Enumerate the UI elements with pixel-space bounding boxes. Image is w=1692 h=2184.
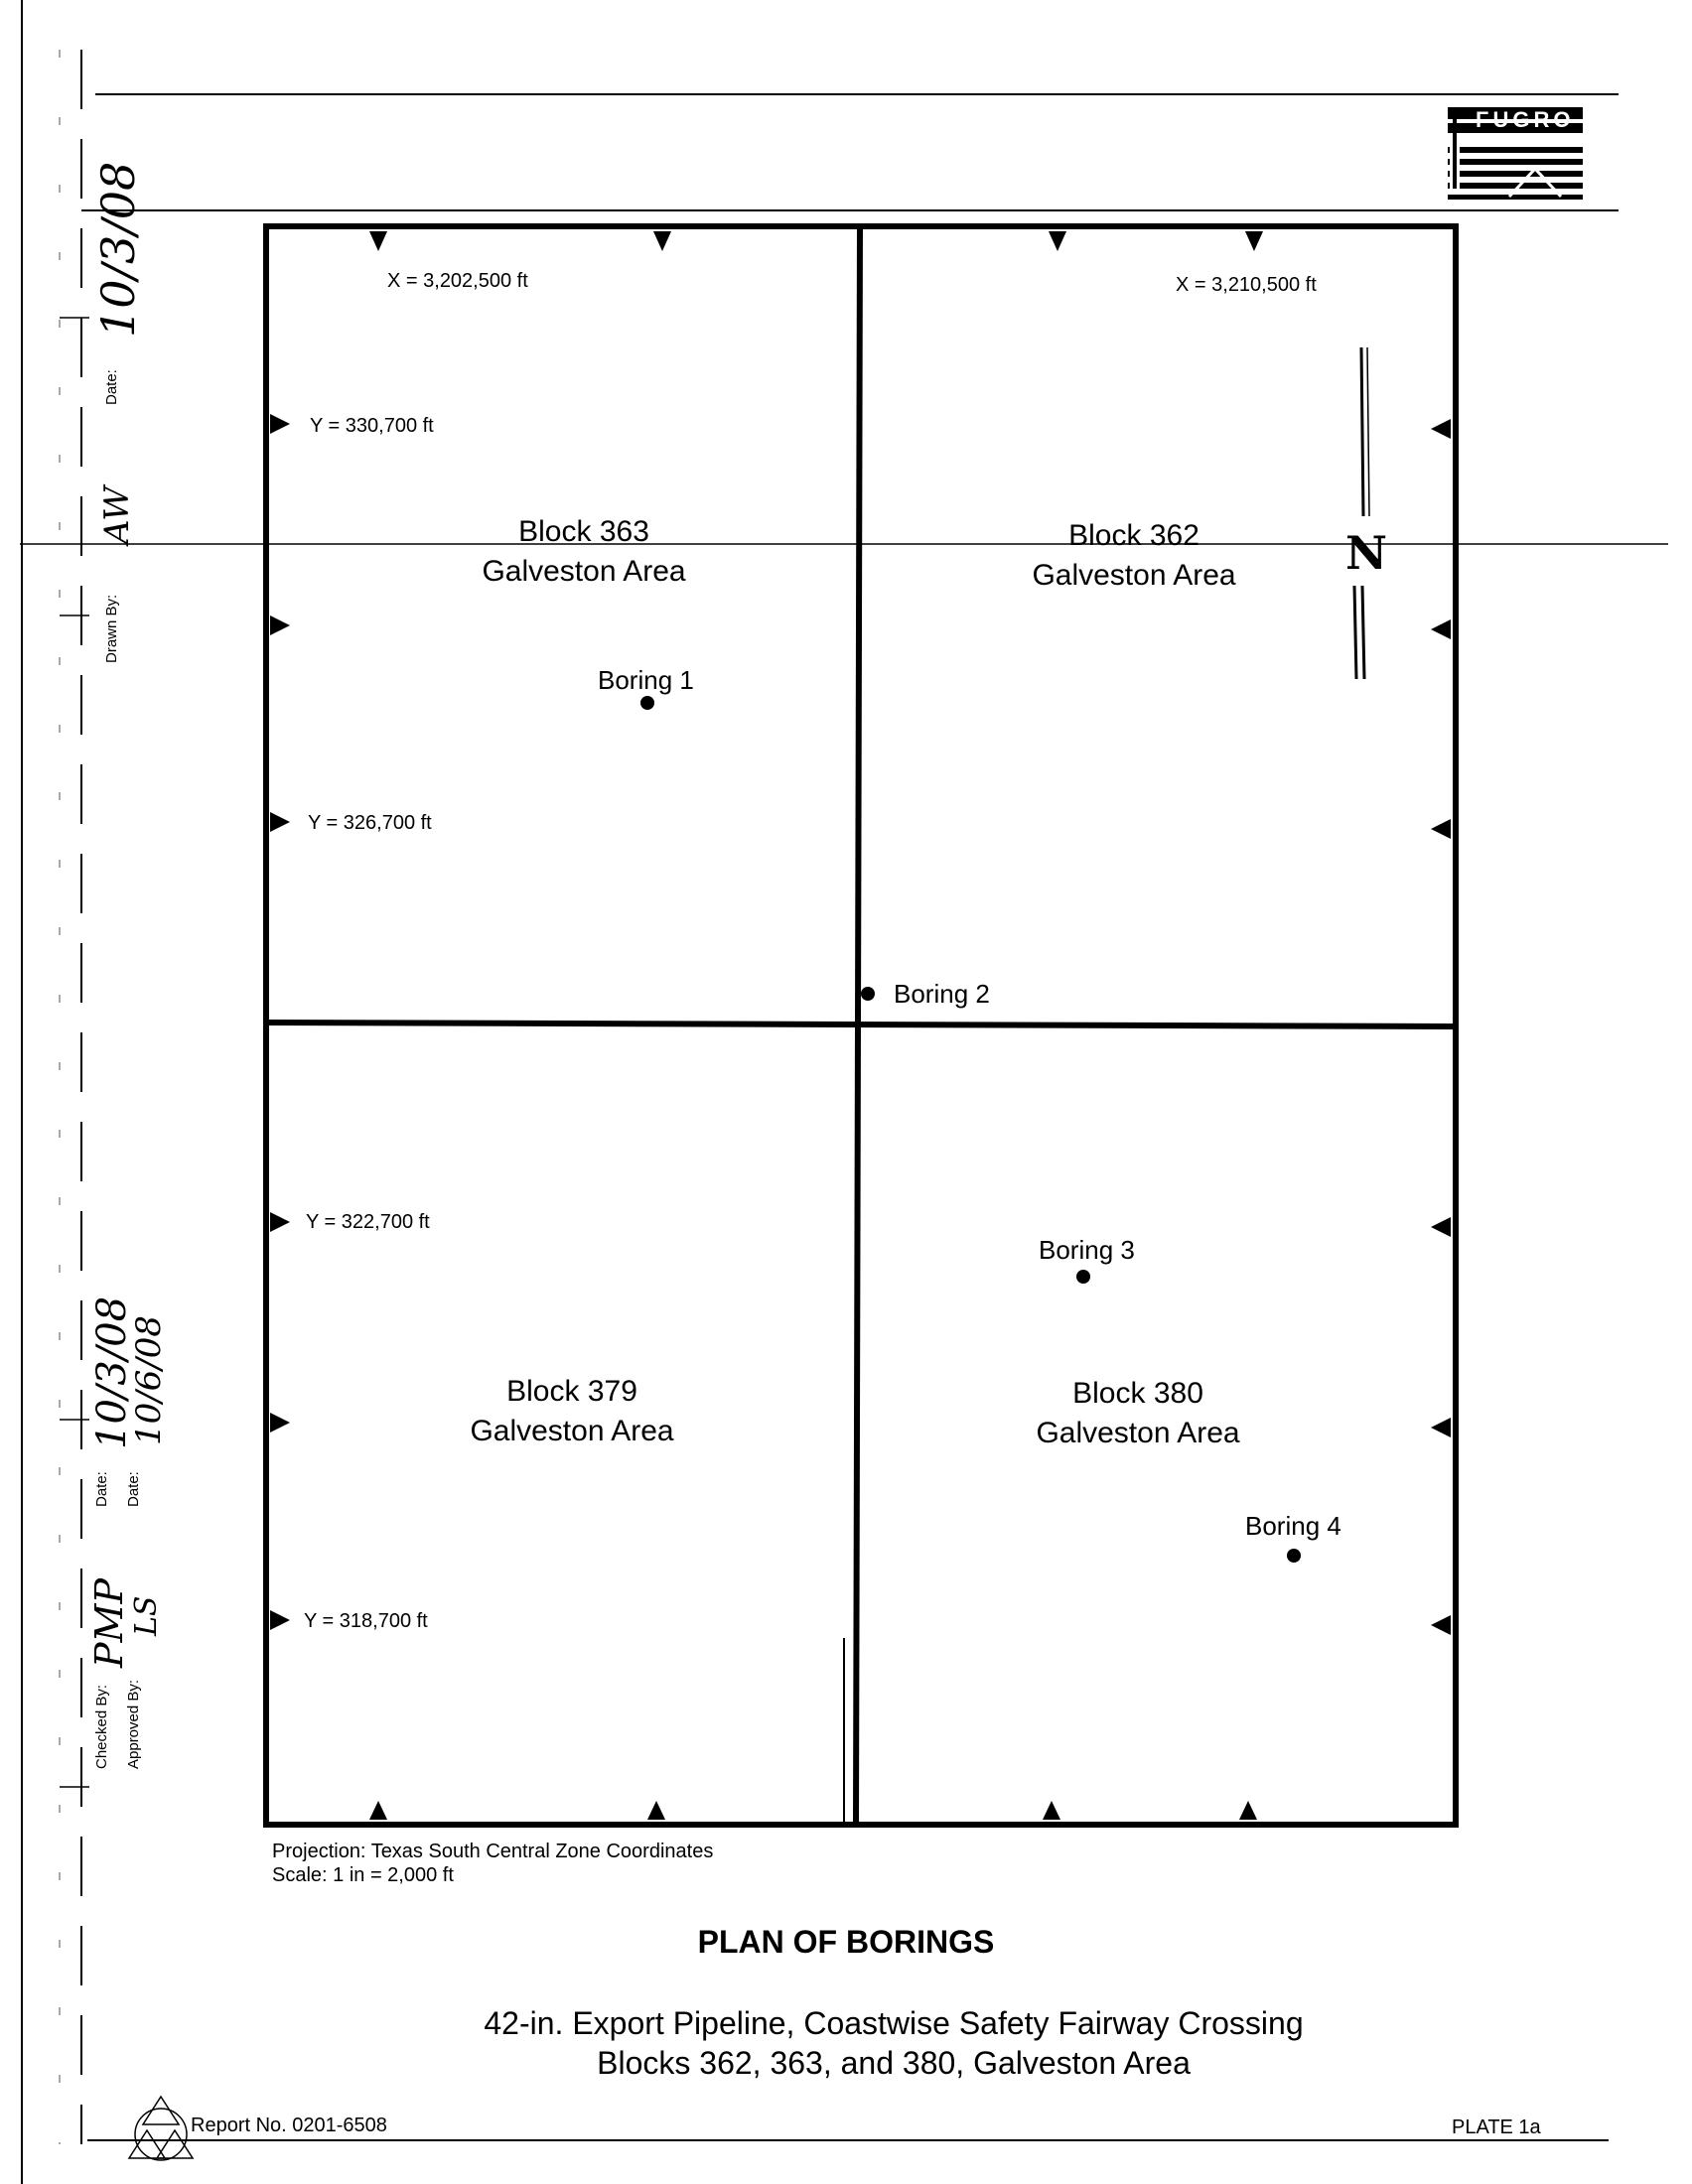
approved-date-label: Date:	[125, 1471, 142, 1507]
block-363-label: Block 363 Galveston Area	[482, 515, 686, 588]
tick-bottom-4	[1239, 1801, 1257, 1820]
report-number: Report No. 0201-6508	[191, 2115, 387, 2136]
approved-date-handwritten: 10/6/08	[129, 1314, 169, 1445]
x-coord-label-1: X = 3,202,500 ft	[387, 270, 528, 292]
tick-right-3	[1431, 819, 1451, 839]
north-arrow-label: N	[1345, 526, 1388, 580]
tick-right-2	[1431, 619, 1451, 639]
tick-bottom-2	[647, 1801, 665, 1820]
tick-left-6	[270, 1610, 290, 1630]
checked-date-label: Date:	[93, 1471, 110, 1507]
boring-4-marker	[1287, 1549, 1301, 1563]
tick-top-3	[1049, 231, 1066, 251]
tick-right-4	[1431, 1217, 1451, 1237]
block-divider-horizontal	[265, 1020, 1457, 1029]
tick-left-4	[270, 1212, 290, 1232]
y-coord-label-2: Y = 326,700 ft	[308, 812, 432, 834]
block-362-label: Block 362 Galveston Area	[1032, 519, 1236, 592]
boring-3-label: Boring 3	[1039, 1235, 1135, 1265]
tick-left-5	[270, 1413, 290, 1433]
plan-title: PLAN OF BORINGS	[697, 1924, 995, 1960]
recycle-icon	[127, 2095, 195, 2161]
x-coord-label-2: X = 3,210,500 ft	[1176, 274, 1317, 296]
boring-2-label: Boring 2	[894, 979, 990, 1009]
drawn-by-label: Drawn By:	[103, 594, 120, 663]
block-379-label: Block 379 Galveston Area	[470, 1375, 674, 1447]
approved-by-label: Approved By:	[125, 1679, 142, 1769]
tick-right-6	[1431, 1615, 1451, 1635]
y-coord-label-4: Y = 318,700 ft	[304, 1610, 428, 1632]
checked-by-label: Checked By:	[93, 1684, 110, 1769]
block-380-label: Block 380 Galveston Area	[1036, 1377, 1240, 1449]
tick-left-1	[270, 414, 290, 434]
drawn-by-initials-handwritten: AW	[97, 485, 137, 544]
y-coord-label-1: Y = 330,700 ft	[310, 415, 434, 437]
tick-right-5	[1431, 1418, 1451, 1437]
tick-top-1	[369, 231, 387, 251]
fugro-logo-icon	[1448, 107, 1583, 200]
drawn-date-handwritten: 10/3/08	[91, 161, 145, 338]
fugro-logo-text: FUGRO	[1476, 107, 1575, 132]
plate-number: PLATE 1a	[1452, 2116, 1541, 2138]
north-arrow-icon	[1352, 346, 1370, 680]
boring-1-label: Boring 1	[598, 665, 694, 695]
boring-2-marker	[861, 987, 875, 1001]
date-label: Date:	[103, 369, 120, 405]
tick-top-4	[1245, 231, 1263, 251]
boring-1-marker	[640, 696, 654, 710]
scale-note: Scale: 1 in = 2,000 ft	[272, 1864, 454, 1886]
approved-by-initials-handwritten: LS	[129, 1595, 164, 1636]
project-title-line-1: 42-in. Export Pipeline, Coastwise Safety…	[484, 2005, 1304, 2041]
y-coord-label-3: Y = 322,700 ft	[306, 1211, 430, 1233]
tick-bottom-1	[369, 1801, 387, 1820]
tick-right-1	[1431, 419, 1451, 439]
project-title-line-2: Blocks 362, 363, and 380, Galveston Area	[597, 2045, 1191, 2081]
boring-4-label: Boring 4	[1245, 1511, 1341, 1541]
tick-bottom-3	[1043, 1801, 1060, 1820]
boring-3-marker	[1076, 1270, 1090, 1284]
projection-note: Projection: Texas South Central Zone Coo…	[272, 1841, 714, 1862]
tick-left-2	[270, 615, 290, 635]
tick-left-3	[270, 812, 290, 832]
checked-by-initials-handwritten: PMP	[87, 1577, 131, 1668]
tick-top-2	[653, 231, 671, 251]
